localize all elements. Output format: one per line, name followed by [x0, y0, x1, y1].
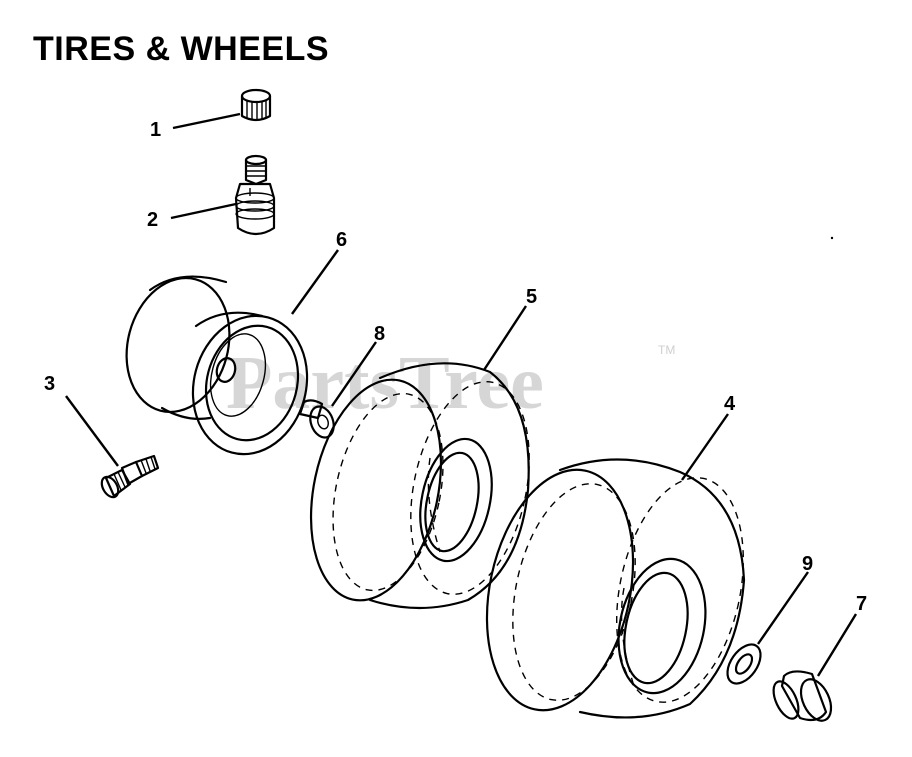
leader-8: [331, 341, 377, 407]
callout-7: 7: [856, 593, 867, 615]
callout-1: 1: [150, 119, 161, 141]
leader-4: [681, 413, 729, 481]
leader-3: [65, 395, 119, 467]
callout-4: 4: [724, 393, 736, 415]
leader-5: [482, 305, 528, 371]
diagram-title: TIRES & WHEELS: [33, 30, 330, 68]
valve-stem-part[interactable]: [234, 154, 276, 236]
valve-cap-part[interactable]: [240, 88, 272, 122]
callout-9: 9: [802, 553, 813, 575]
leader-2: [170, 202, 237, 220]
callout-3: 3: [44, 373, 55, 395]
grease-fitting-part[interactable]: [98, 454, 160, 500]
leader-9: [757, 571, 809, 645]
rim-part[interactable]: [112, 266, 322, 467]
callout-8: 8: [374, 323, 385, 345]
callout-6: 6: [336, 229, 347, 251]
callout-5: 5: [526, 286, 537, 308]
leader-7: [816, 613, 858, 677]
washer-part[interactable]: [721, 639, 768, 690]
callout-2: 2: [147, 209, 158, 231]
leader-6: [291, 249, 339, 315]
speck-dot: [830, 236, 834, 240]
tire-rear-part[interactable]: [466, 456, 762, 724]
leader-1: [172, 112, 241, 130]
watermark: PartsTree: [226, 341, 544, 425]
watermark-tm: TM: [658, 343, 675, 357]
bushing-part[interactable]: [768, 670, 837, 725]
